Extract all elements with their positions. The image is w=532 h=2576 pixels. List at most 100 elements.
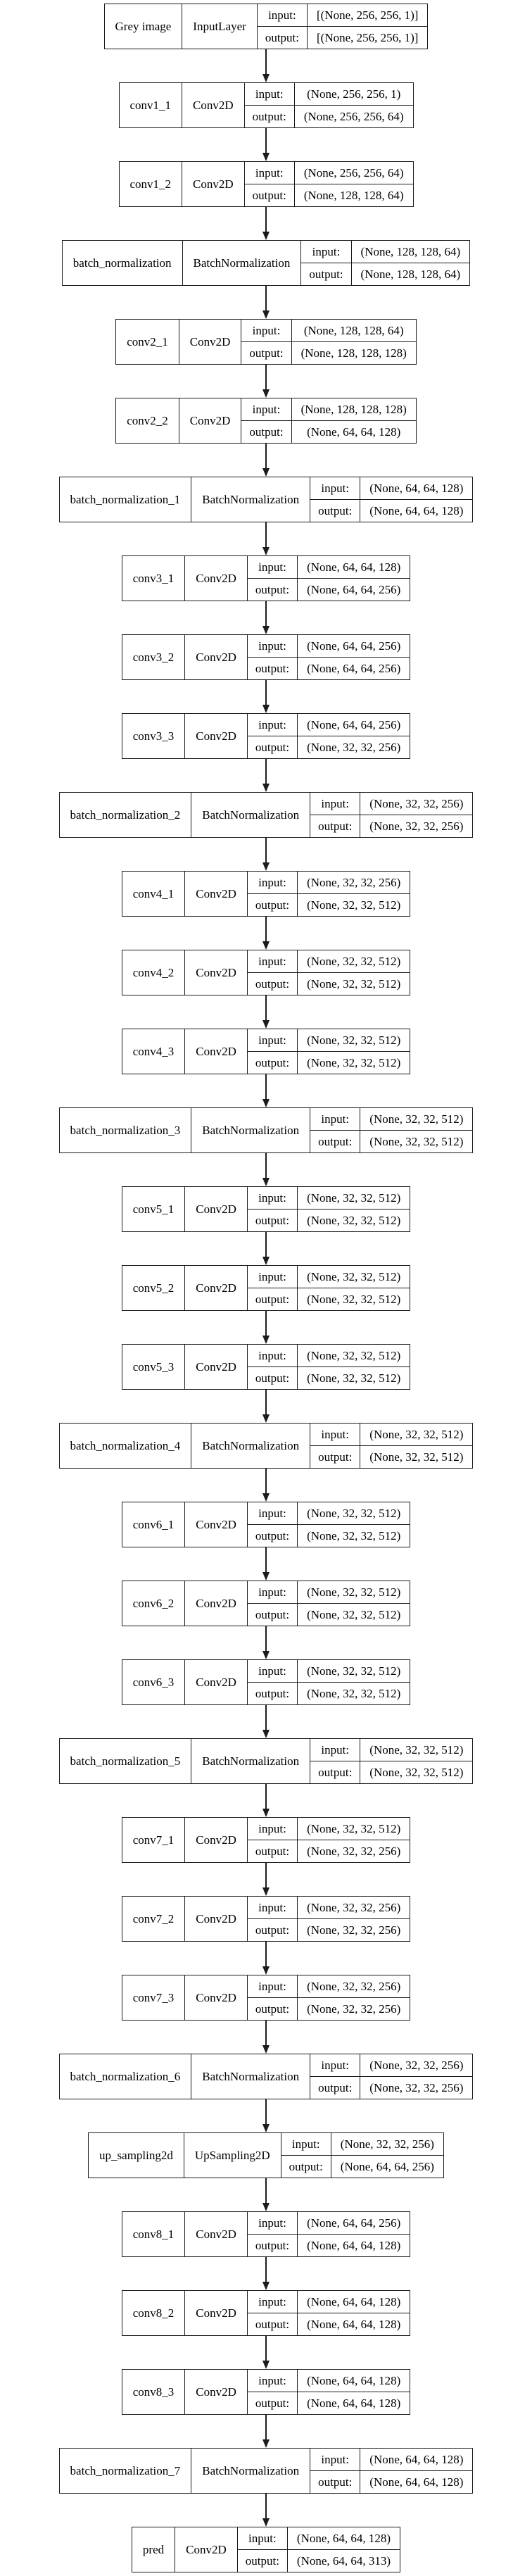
layer-type: Conv2D [184, 1502, 248, 1547]
layer-node: conv3_1 Conv2D input: (None, 64, 64, 128… [121, 555, 411, 601]
arrow-line [265, 1784, 267, 1809]
arrow-head-icon [262, 1414, 270, 1423]
output-label: output: [310, 815, 361, 838]
output-shape: (None, 32, 32, 512) [297, 1051, 411, 1074]
layer-node: conv3_3 Conv2D input: (None, 64, 64, 256… [121, 713, 411, 759]
layer-node: pred Conv2D input: (None, 64, 64, 128) o… [131, 2527, 401, 2572]
flow-arrow [262, 2257, 270, 2290]
layer-name: Grey image [103, 4, 183, 49]
arrow-head-icon [262, 2203, 270, 2211]
output-shape: (None, 32, 32, 256) [297, 736, 411, 759]
layer-node: conv8_2 Conv2D input: (None, 64, 64, 128… [121, 2290, 411, 2336]
flow-arrow [262, 2494, 270, 2527]
layer-node: conv4_2 Conv2D input: (None, 32, 32, 512… [121, 950, 411, 995]
layer-node: conv6_3 Conv2D input: (None, 32, 32, 512… [121, 1659, 411, 1705]
layer-type: InputLayer [182, 4, 258, 49]
input-shape: (None, 64, 64, 128) [360, 477, 474, 500]
layer-type: Conv2D [184, 871, 248, 917]
input-shape: (None, 64, 64, 128) [297, 2369, 411, 2392]
input-shape: (None, 256, 256, 1) [293, 82, 414, 106]
layer-name: conv6_3 [121, 1659, 186, 1705]
arrow-line [265, 1863, 267, 1887]
arrow-line [265, 128, 267, 153]
layer-node: conv2_1 Conv2D input: (None, 128, 128, 6… [115, 319, 417, 365]
flow-arrow [262, 128, 270, 161]
layer-node: conv6_1 Conv2D input: (None, 32, 32, 512… [121, 1502, 411, 1547]
input-label: input: [310, 1107, 361, 1131]
output-label: output: [246, 1288, 298, 1311]
arrow-head-icon [262, 1257, 270, 1265]
output-shape: (None, 32, 32, 256) [297, 1840, 411, 1863]
input-shape: (None, 64, 64, 256) [297, 713, 411, 736]
flow-arrow [262, 207, 270, 240]
flow-arrow [262, 49, 270, 82]
output-label: output: [246, 1524, 298, 1547]
layer-type: Conv2D [184, 2211, 248, 2257]
output-label: output: [246, 578, 298, 601]
layer-name: conv8_2 [121, 2290, 186, 2336]
layer-node: conv1_2 Conv2D input: (None, 256, 256, 6… [118, 161, 414, 207]
layer-type: Conv2D [184, 1265, 248, 1311]
layer-type: BatchNormalization [191, 792, 311, 838]
arrow-head-icon [262, 705, 270, 713]
output-label: output: [310, 1445, 361, 1469]
arrow-head-icon [262, 862, 270, 871]
output-label: output: [246, 972, 298, 995]
arrow-line [265, 444, 267, 468]
output-shape: (None, 64, 64, 128) [297, 2234, 411, 2257]
layer-type: Conv2D [184, 1659, 248, 1705]
arrow-head-icon [262, 74, 270, 82]
arrow-line [265, 286, 267, 310]
layer-node: batch_normalization_1 BatchNormalization… [58, 477, 474, 522]
input-shape: (None, 64, 64, 128) [297, 2290, 411, 2313]
layer-name: conv5_1 [121, 1186, 186, 1232]
arrow-line [265, 2178, 267, 2203]
output-label: output: [300, 263, 352, 286]
output-label: output: [243, 105, 295, 128]
output-label: output: [246, 2313, 298, 2336]
arrow-line [265, 2336, 267, 2361]
layer-name: batch_normalization_3 [58, 1107, 192, 1153]
layer-node: conv5_1 Conv2D input: (None, 32, 32, 512… [121, 1186, 411, 1232]
input-shape: (None, 32, 32, 256) [360, 2054, 474, 2077]
arrow-head-icon [262, 1099, 270, 1107]
layer-name: conv2_2 [115, 398, 179, 444]
output-shape: [(None, 256, 256, 1)] [306, 26, 429, 49]
output-label: output: [246, 1997, 298, 2021]
layer-type: Conv2D [184, 1817, 248, 1863]
flow-arrow [262, 522, 270, 555]
input-label: input: [246, 950, 298, 973]
output-shape: (None, 32, 32, 512) [360, 1445, 474, 1469]
arrow-line [265, 1074, 267, 1099]
output-label: output: [246, 1366, 298, 1390]
layer-type: Conv2D [184, 950, 248, 995]
layer-node: conv4_1 Conv2D input: (None, 32, 32, 256… [121, 871, 411, 917]
layer-name: pred [131, 2527, 176, 2572]
flow-arrow [262, 759, 270, 792]
layer-node: conv6_2 Conv2D input: (None, 32, 32, 512… [121, 1581, 411, 1626]
arrow-line [265, 522, 267, 547]
arrow-line [265, 1705, 267, 1730]
flow-arrow [262, 1784, 270, 1817]
flow-arrow [262, 1942, 270, 1975]
arrow-head-icon [262, 2124, 270, 2132]
flow-arrow [262, 995, 270, 1029]
arrow-head-icon [262, 2518, 270, 2527]
input-label: input: [246, 1344, 298, 1367]
output-shape: (None, 32, 32, 256) [297, 1918, 411, 1942]
flow-arrow [262, 1626, 270, 1659]
input-shape: (None, 32, 32, 512) [297, 1265, 411, 1288]
output-shape: (None, 64, 64, 128) [291, 420, 417, 444]
layer-type: Conv2D [182, 161, 245, 207]
layer-name: conv8_3 [121, 2369, 186, 2415]
arrow-head-icon [262, 784, 270, 792]
layer-type: Conv2D [184, 1896, 248, 1942]
output-label: output: [246, 2392, 298, 2415]
layer-type: BatchNormalization [191, 2054, 311, 2099]
output-label: output: [241, 341, 292, 365]
input-shape: (None, 32, 32, 512) [297, 1029, 411, 1052]
input-shape: (None, 32, 32, 512) [297, 1344, 411, 1367]
arrow-head-icon [262, 1651, 270, 1659]
layer-node: batch_normalization BatchNormalization i… [61, 240, 471, 286]
layer-node: batch_normalization_7 BatchNormalization… [58, 2448, 474, 2494]
